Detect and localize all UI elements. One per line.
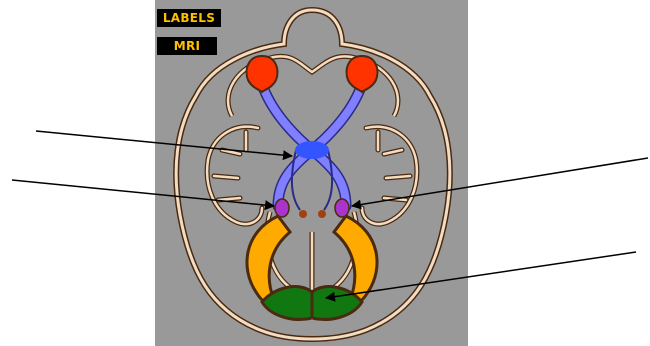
- mri-button[interactable]: MRI: [157, 37, 217, 55]
- labels-button[interactable]: LABELS: [157, 9, 221, 27]
- visual-cortex: [262, 287, 362, 320]
- optic-chiasm: [295, 141, 329, 159]
